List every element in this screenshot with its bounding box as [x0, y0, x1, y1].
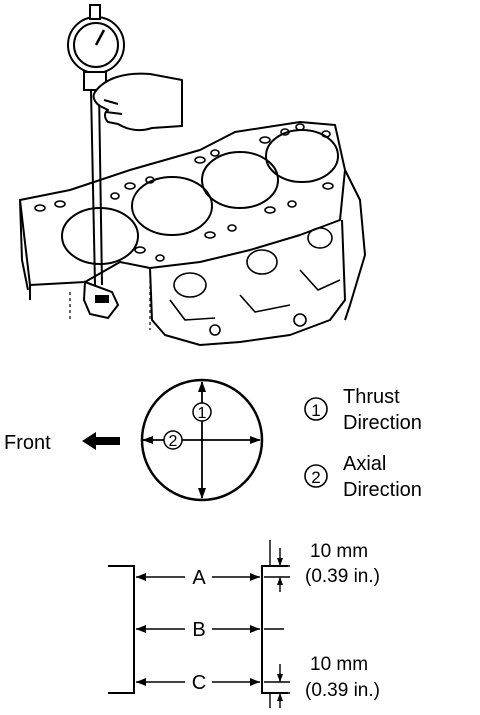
axial-arrow-left	[142, 436, 153, 444]
legend-2-line2: Direction	[343, 479, 422, 501]
label-b: B	[192, 619, 205, 641]
gauge-shaft-right	[98, 89, 103, 286]
engine-block-illustration	[19, 121, 366, 346]
bottom-offset-in: (0.39 in.)	[305, 680, 380, 701]
block-front-face	[19, 199, 29, 291]
marker-2-label: 2	[169, 433, 178, 450]
legend-1-number: 1	[311, 401, 320, 420]
dial-gauge-stem	[89, 4, 101, 20]
bore-direction-diagram: 1 2	[140, 378, 264, 502]
legend-2-badge	[304, 464, 328, 488]
label-a: A	[192, 567, 206, 589]
technician-hand	[92, 72, 183, 132]
label-c: C	[192, 672, 206, 694]
bore-wall-left	[108, 565, 135, 694]
dial-gauge-inner	[73, 22, 119, 68]
marker-2-circle	[163, 430, 183, 450]
cylinder-bore-2	[131, 176, 213, 236]
front-arrow-icon	[82, 432, 120, 450]
bottom-offset-dimension: 10 mm (0.39 in.)	[262, 654, 380, 708]
cylinder-bore-3	[201, 151, 279, 209]
block-lower-right	[344, 169, 366, 321]
thrust-arrow-top	[198, 381, 206, 392]
legend-1-badge	[304, 397, 328, 421]
front-indicator: Front	[4, 432, 120, 454]
legend-1-line1: Thrust	[343, 386, 400, 408]
measure-line-b: B	[136, 619, 284, 641]
block-lower-body	[29, 219, 346, 346]
direction-legend: 1 Thrust Direction 2 Axial Direction	[304, 386, 422, 501]
top-offset-dimension: 10 mm (0.39 in.)	[262, 541, 380, 592]
measure-line-a: A	[136, 567, 260, 589]
marker-1-circle	[192, 402, 212, 422]
dial-gauge-needle	[94, 29, 106, 46]
axial-arrow-right	[250, 436, 261, 444]
legend-2-number: 2	[311, 468, 320, 487]
top-offset-in: (0.39 in.)	[305, 566, 380, 587]
crankcase-details	[169, 227, 341, 336]
top-offset-mm: 10 mm	[310, 541, 368, 562]
block-dashed-edge	[69, 268, 151, 330]
thrust-arrow-bottom	[198, 488, 206, 499]
bottom-offset-mm: 10 mm	[310, 654, 368, 675]
deck-holes	[34, 123, 334, 262]
front-label: Front	[4, 432, 51, 454]
legend-2-line1: Axial	[343, 453, 386, 475]
gauge-shaft-left	[90, 89, 96, 286]
legend-1-line2: Direction	[343, 412, 422, 434]
gauge-head-slot	[95, 295, 109, 303]
bore-gauge	[67, 4, 125, 320]
block-deck-outline	[19, 121, 346, 286]
measure-line-c: C	[136, 672, 260, 694]
marker-1-label: 1	[198, 405, 207, 422]
cylinder-bore-4	[265, 129, 339, 183]
